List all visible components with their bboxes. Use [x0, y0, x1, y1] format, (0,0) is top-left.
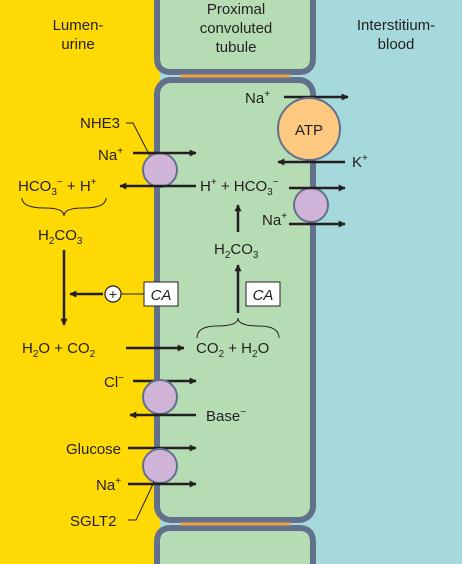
h2o-co2-lumen-label: H2O + CO2: [22, 340, 96, 360]
nhe3-label: NHE3: [80, 115, 120, 132]
ca-lumen-box: [143, 281, 179, 307]
na-sglt2-label: Na+: [96, 476, 121, 494]
ca-cell-box: [245, 281, 281, 307]
glucose-label: Glucose: [66, 441, 121, 458]
ca-lumen-label: CA: [151, 287, 172, 304]
lumen-label: Lumen-urine: [53, 17, 104, 53]
na-basolateral-label: Na+: [262, 211, 287, 229]
lumen-brace: [21, 197, 107, 217]
sglt2-label: SGLT2: [70, 513, 116, 530]
lower-cell: [154, 525, 316, 564]
interstitium-region: [310, 0, 462, 564]
basolateral-transporter: [293, 187, 329, 223]
nhe3-transporter: [142, 152, 178, 188]
sglt2-leader: [128, 481, 155, 521]
hco3-h-lumen-label: HCO3− + H+: [18, 177, 97, 198]
interstitium-label: Interstitium-blood: [357, 17, 435, 53]
co2-h2o-cell-label: CO2 + H2O: [196, 340, 269, 360]
sglt2-transporter: [142, 448, 178, 484]
upper-cell: [154, 0, 316, 75]
lumen-region: [0, 0, 160, 564]
plus-label: +: [109, 286, 117, 302]
na-top-label: Na+: [245, 89, 270, 107]
atp-label: ATP: [295, 122, 323, 139]
h-hco3-cell-label: H+ + HCO3−: [200, 177, 279, 198]
ca-cell-label: CA: [253, 287, 274, 304]
nhe3-leader: [126, 122, 153, 161]
atp-pump: [277, 97, 341, 161]
na-nhe3-label: Na+: [98, 146, 123, 164]
base-label: Base−: [206, 407, 246, 425]
cell-brace: [196, 317, 280, 339]
cl-base-exchanger: [142, 379, 178, 415]
